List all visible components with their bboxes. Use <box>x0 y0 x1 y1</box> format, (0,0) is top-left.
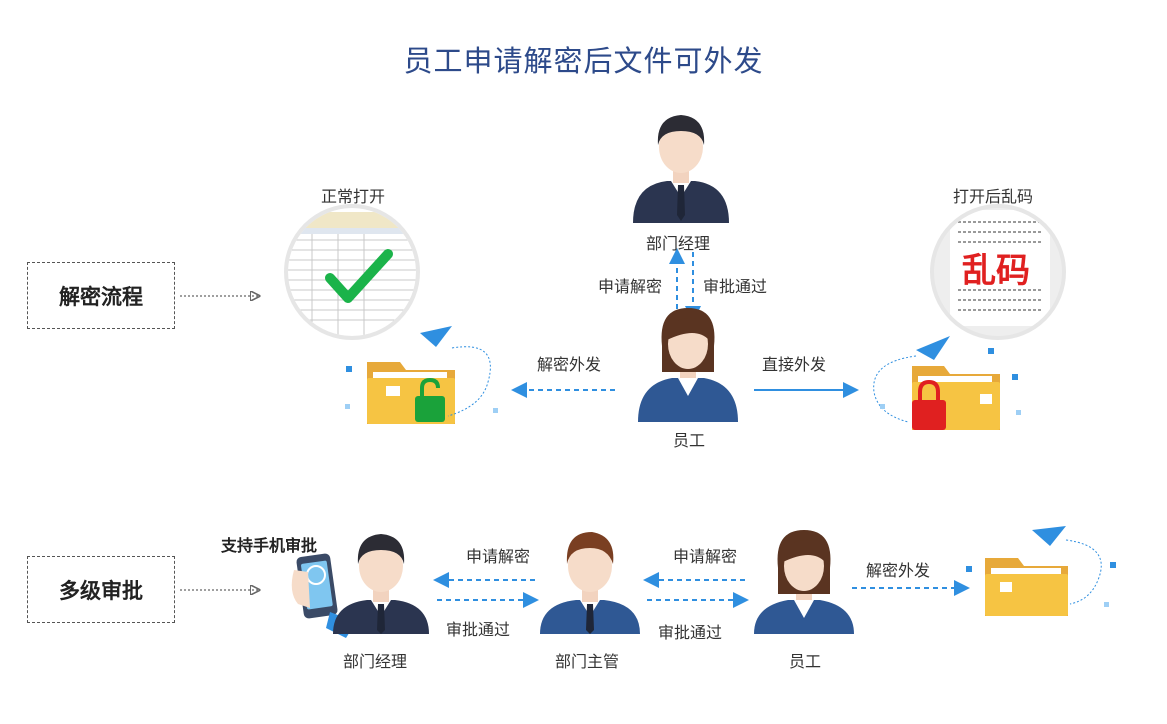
approve1-label: 审批通过 <box>446 620 511 639</box>
employee-name: 员工 <box>673 431 706 450</box>
apply-label: 申请解密 <box>598 277 663 296</box>
garbled-document-icon <box>930 204 1066 340</box>
decrypt-send-label-2: 解密外发 <box>866 561 931 580</box>
manager-name: 部门经理 <box>646 234 711 253</box>
folder-locked-icon <box>873 336 1021 430</box>
garbled-stamp: 乱码 <box>962 251 1030 291</box>
approve-label: 审批通过 <box>703 277 768 296</box>
normal-open-spreadsheet-icon <box>284 204 420 340</box>
apply1-label: 申请解密 <box>466 547 531 566</box>
check-icon <box>325 249 393 303</box>
lock-closed-icon <box>912 400 946 430</box>
direct-send-label: 直接外发 <box>762 355 827 374</box>
folder-icon-2 <box>966 526 1116 616</box>
paper-plane-icon <box>420 326 452 347</box>
employee-name-2: 员工 <box>789 652 822 671</box>
manager-person-icon <box>633 115 729 223</box>
employee-person-icon <box>638 308 738 422</box>
normal-open-label: 正常打开 <box>321 187 386 206</box>
mobile-phone-icon <box>291 553 356 638</box>
page-title: 员工申请解密后文件可外发 <box>403 44 764 78</box>
paper-plane-icon <box>1032 526 1066 546</box>
decrypt-flow-label: 解密流程 <box>27 262 175 329</box>
approve2-label: 审批通过 <box>658 623 723 642</box>
paper-plane-icon <box>916 336 950 360</box>
employee-person-icon-2 <box>754 530 854 634</box>
manager-person-icon-2 <box>333 534 429 634</box>
decrypt-send-label: 解密外发 <box>537 355 602 374</box>
mobile-approval-label: 支持手机审批 <box>221 536 318 555</box>
supervisor-person-icon <box>540 532 640 634</box>
lock-open-icon <box>415 396 445 422</box>
folder-unlocked-icon <box>345 326 498 424</box>
multi-level-approval-label: 多级审批 <box>27 556 175 623</box>
manager-name-2: 部门经理 <box>343 652 408 671</box>
apply2-label: 申请解密 <box>673 547 738 566</box>
garbled-label: 打开后乱码 <box>953 187 1034 206</box>
supervisor-name: 部门主管 <box>555 652 620 671</box>
